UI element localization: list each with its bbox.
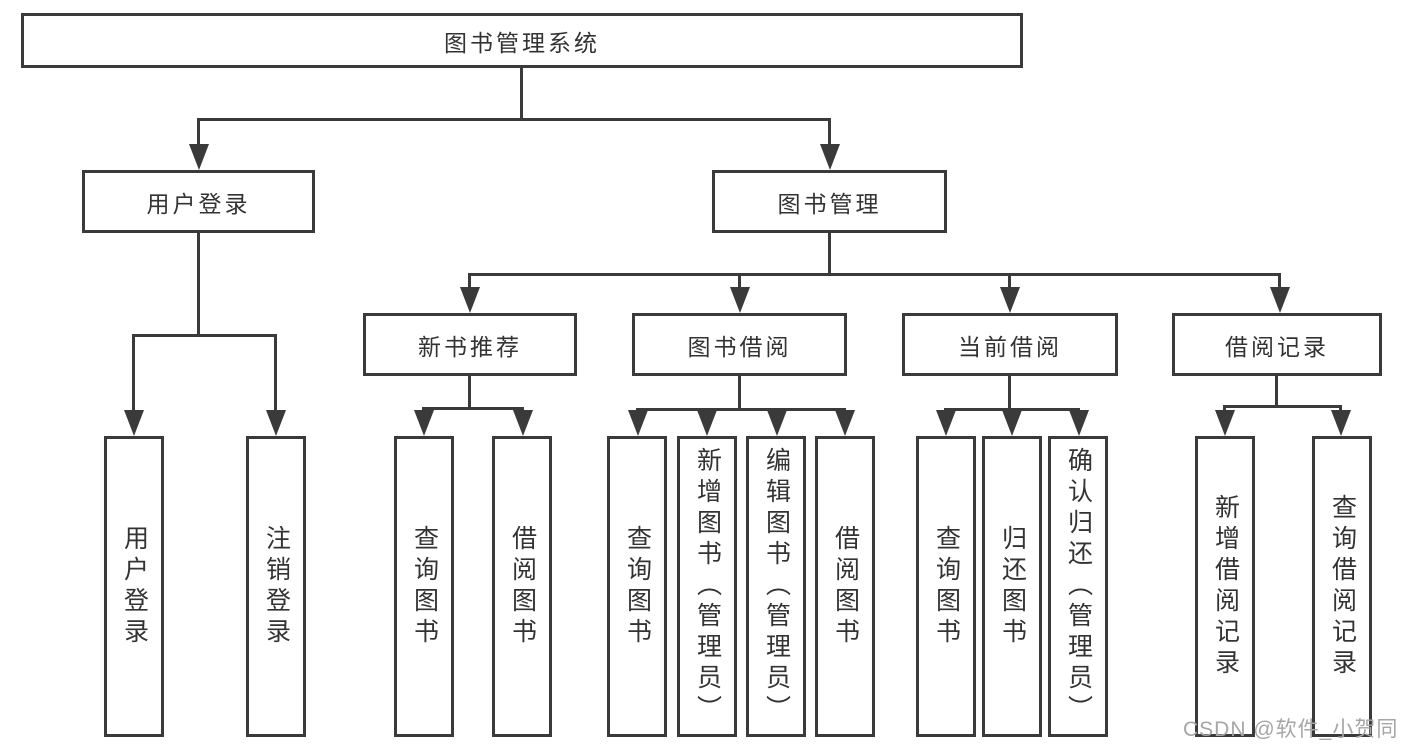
leaf-bb-add-book-admin: 新增图书（管理员） [677,436,737,737]
connector-line [828,233,831,273]
node-book-management: 图书管理 [712,170,947,233]
node-user-login: 用户登录 [82,170,315,233]
node-label: 借阅图书 [508,524,537,649]
leaf-bb-query-book: 查询图书 [607,436,667,737]
connector-line [738,376,741,408]
connector-line [1008,273,1011,287]
node-library-system: 图书管理系统 [21,13,1023,68]
connector-line [828,118,831,144]
connector-line [520,68,523,118]
node-label: 查询借阅记录 [1328,493,1357,680]
connector-line [1278,273,1281,287]
node-label: 图书借阅 [687,333,792,360]
node-label: 确认归还（管理员） [1064,447,1093,726]
arrowhead-down [628,410,648,436]
connector-line [197,233,200,334]
leaf-cb-query-book: 查询图书 [916,436,976,737]
connector-line [197,118,831,121]
node-label: 新增借阅记录 [1211,493,1240,680]
node-label: 用户登录 [146,190,251,217]
arrowhead-down [1270,287,1290,313]
connector-line [274,334,277,410]
connector-line [1339,405,1342,412]
connector-line [468,273,1281,276]
arrowhead-down [266,410,286,436]
arrowhead-down [124,410,144,436]
leaf-logout: 注销登录 [246,436,306,737]
arrowhead-down [1000,287,1020,313]
node-label: 编辑图书（管理员） [762,447,791,726]
node-label: 借阅图书 [831,524,860,649]
connector-line [422,407,425,412]
node-label: 查询图书 [623,524,652,649]
node-label: 归还图书 [998,524,1027,649]
connector-line [1275,376,1278,405]
leaf-br-query-record: 查询借阅记录 [1312,436,1372,737]
arrowhead-down [730,287,750,313]
node-label: 图书管理 [777,190,882,217]
connector-line [197,118,200,144]
arrowhead-down [414,410,434,436]
node-current-borrowing: 当前借阅 [902,313,1118,376]
leaf-bb-edit-book-admin: 编辑图书（管理员） [746,436,806,737]
leaf-rec-query-book: 查询图书 [394,436,454,737]
arrowhead-down [697,410,717,436]
connector-line [422,407,524,410]
connector-line [468,376,471,407]
connector-line [1008,376,1011,408]
leaf-cb-return-book: 归还图书 [982,436,1042,737]
connector-line [1223,405,1342,408]
leaf-user-login: 用户登录 [104,436,164,737]
csdn-watermark: CSDN @软件_小贺同学 [1183,718,1399,741]
arrowhead-down [1215,410,1235,436]
connector-line [738,273,741,287]
arrowhead-down [936,410,956,436]
connector-line [132,334,277,337]
node-new-book-recommend: 新书推荐 [363,313,577,376]
node-book-borrowing: 图书借阅 [632,313,847,376]
node-label: 查询图书 [410,524,439,649]
arrowhead-down [513,410,533,436]
node-borrowing-records: 借阅记录 [1172,313,1382,376]
node-label: 当前借阅 [958,333,1062,360]
connector-line [1223,405,1226,412]
arrowhead-down [835,410,855,436]
node-label: 图书管理系统 [444,29,600,56]
leaf-rec-borrow-book: 借阅图书 [492,436,552,737]
node-label: 查询图书 [932,524,961,649]
connector-line [468,273,471,287]
node-label: 用户登录 [120,524,149,649]
leaf-cb-confirm-return-admin: 确认归还（管理员） [1048,436,1108,737]
arrowhead-down [767,410,787,436]
connector-line [132,334,135,410]
node-label: 借阅记录 [1225,333,1329,360]
connector-line [521,407,524,412]
arrowhead-down [820,144,840,170]
node-label: 新增图书（管理员） [693,447,722,726]
node-label: 注销登录 [262,524,291,649]
arrowhead-down [460,287,480,313]
leaf-bb-borrow-book: 借阅图书 [815,436,875,737]
arrowhead-down [1331,410,1351,436]
arrowhead-down [1002,410,1022,436]
leaf-br-add-record: 新增借阅记录 [1195,436,1255,737]
node-label: 新书推荐 [418,333,522,360]
arrowhead-down [189,144,209,170]
arrowhead-down [1069,410,1089,436]
connector-line [636,408,846,411]
